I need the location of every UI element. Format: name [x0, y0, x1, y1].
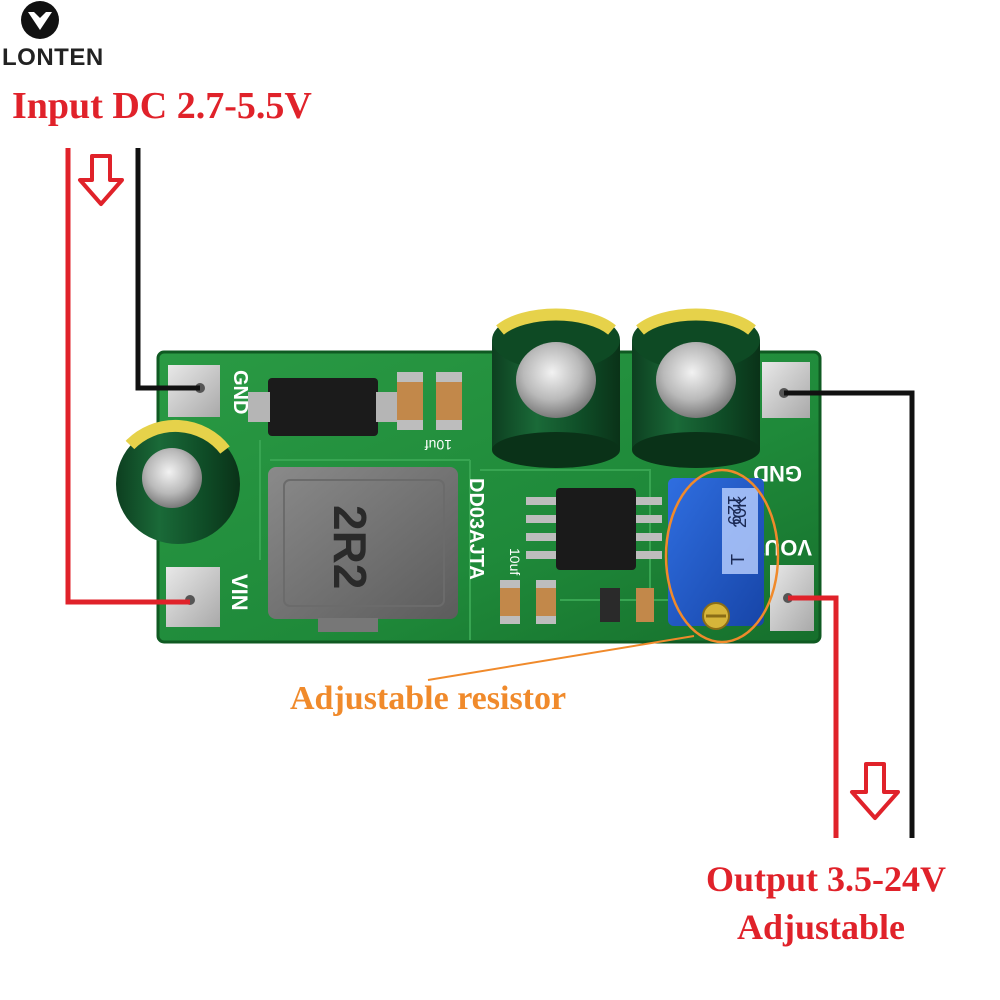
- brand-logo-icon: [21, 1, 59, 39]
- electrolytic-capacitor-left: [116, 419, 240, 544]
- electrolytic-capacitor-middle: [492, 308, 620, 468]
- cap-marking-top: 10uf: [425, 437, 452, 453]
- pot-marking-3: T: [728, 554, 748, 565]
- arrow-down-icon: [850, 762, 900, 820]
- pot-marking-1: 129: [724, 495, 744, 525]
- pot-marking-2: 20K: [730, 496, 750, 528]
- diode: [248, 378, 398, 436]
- annotation-pointer: [427, 635, 695, 681]
- wire-red-output: [788, 595, 839, 838]
- brand-name: LONTEN: [2, 44, 104, 71]
- pad-vin: [166, 567, 220, 627]
- inductor-marking: 2R2: [324, 505, 376, 589]
- potentiometer: [668, 478, 764, 630]
- pin-label-gnd-left: GND: [229, 370, 251, 414]
- ic-chip: [526, 488, 662, 570]
- adjustable-resistor-label: Adjustable resistor: [290, 680, 567, 717]
- input-label: Input DC 2.7-5.5V: [12, 85, 312, 127]
- pin-label-vin: VIN: [227, 574, 252, 611]
- pad-gnd-left: [168, 365, 220, 417]
- smd-capacitor: [397, 372, 462, 430]
- inductor: [268, 467, 458, 632]
- electrolytic-capacitor-right: [632, 308, 760, 468]
- smd-capacitor-bottom: [500, 580, 654, 624]
- cap-marking-bottom: 10uf: [507, 548, 523, 575]
- output-label: Output 3.5-24V: [706, 859, 947, 899]
- model-marking: DD03AJTA: [465, 478, 487, 580]
- annotation-ellipse: [664, 468, 780, 644]
- pad-gnd-right: [762, 362, 810, 418]
- output-adjustable-label: Adjustable: [737, 907, 906, 947]
- wire-black-output: [784, 390, 915, 838]
- arrow-down-icon: [78, 154, 124, 206]
- wire-black-input: [135, 148, 200, 391]
- wire-red-input: [65, 148, 190, 605]
